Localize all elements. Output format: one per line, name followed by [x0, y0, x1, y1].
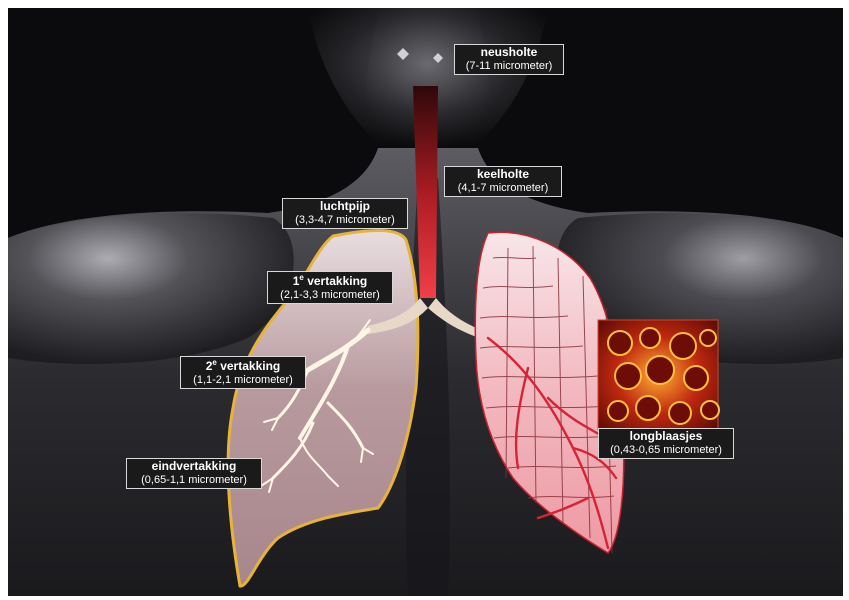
label-first-branch: 1e vertakking (2,1-3,3 micrometer) [267, 271, 393, 304]
label-alveoli-name: longblaasjes [603, 430, 729, 444]
diagram-stage: neusholte (7-11 micrometer) keelholte (4… [8, 8, 843, 596]
label-first-branch-name: 1e vertakking [272, 273, 388, 289]
label-nasal-cavity-name: neusholte [459, 46, 559, 60]
label-alveoli: longblaasjes (0,43-0,65 micrometer) [598, 428, 734, 459]
label-first-branch-size: (2,1-3,3 micrometer) [272, 289, 388, 302]
label-second-branch-name: 2e vertakking [185, 358, 301, 374]
label-second-branch-size: (1,1-2,1 micrometer) [185, 374, 301, 387]
label-nasal-cavity-size: (7-11 micrometer) [459, 60, 559, 73]
alveoli-inset [598, 320, 719, 430]
label-throat: keelholte (4,1-7 micrometer) [444, 166, 562, 197]
label-terminal-branch-name: eindvertakking [131, 460, 257, 474]
label-terminal-branch-size: (0,65-1,1 micrometer) [131, 474, 257, 487]
label-throat-name: keelholte [449, 168, 557, 182]
respiratory-illustration [8, 8, 843, 596]
label-second-branch: 2e vertakking (1,1-2,1 micrometer) [180, 356, 306, 389]
label-trachea-name: luchtpijp [287, 200, 403, 214]
label-alveoli-size: (0,43-0,65 micrometer) [603, 444, 729, 457]
label-throat-size: (4,1-7 micrometer) [449, 182, 557, 195]
label-trachea-size: (3,3-4,7 micrometer) [287, 214, 403, 227]
label-trachea: luchtpijp (3,3-4,7 micrometer) [282, 198, 408, 229]
label-nasal-cavity: neusholte (7-11 micrometer) [454, 44, 564, 75]
label-terminal-branch: eindvertakking (0,65-1,1 micrometer) [126, 458, 262, 489]
